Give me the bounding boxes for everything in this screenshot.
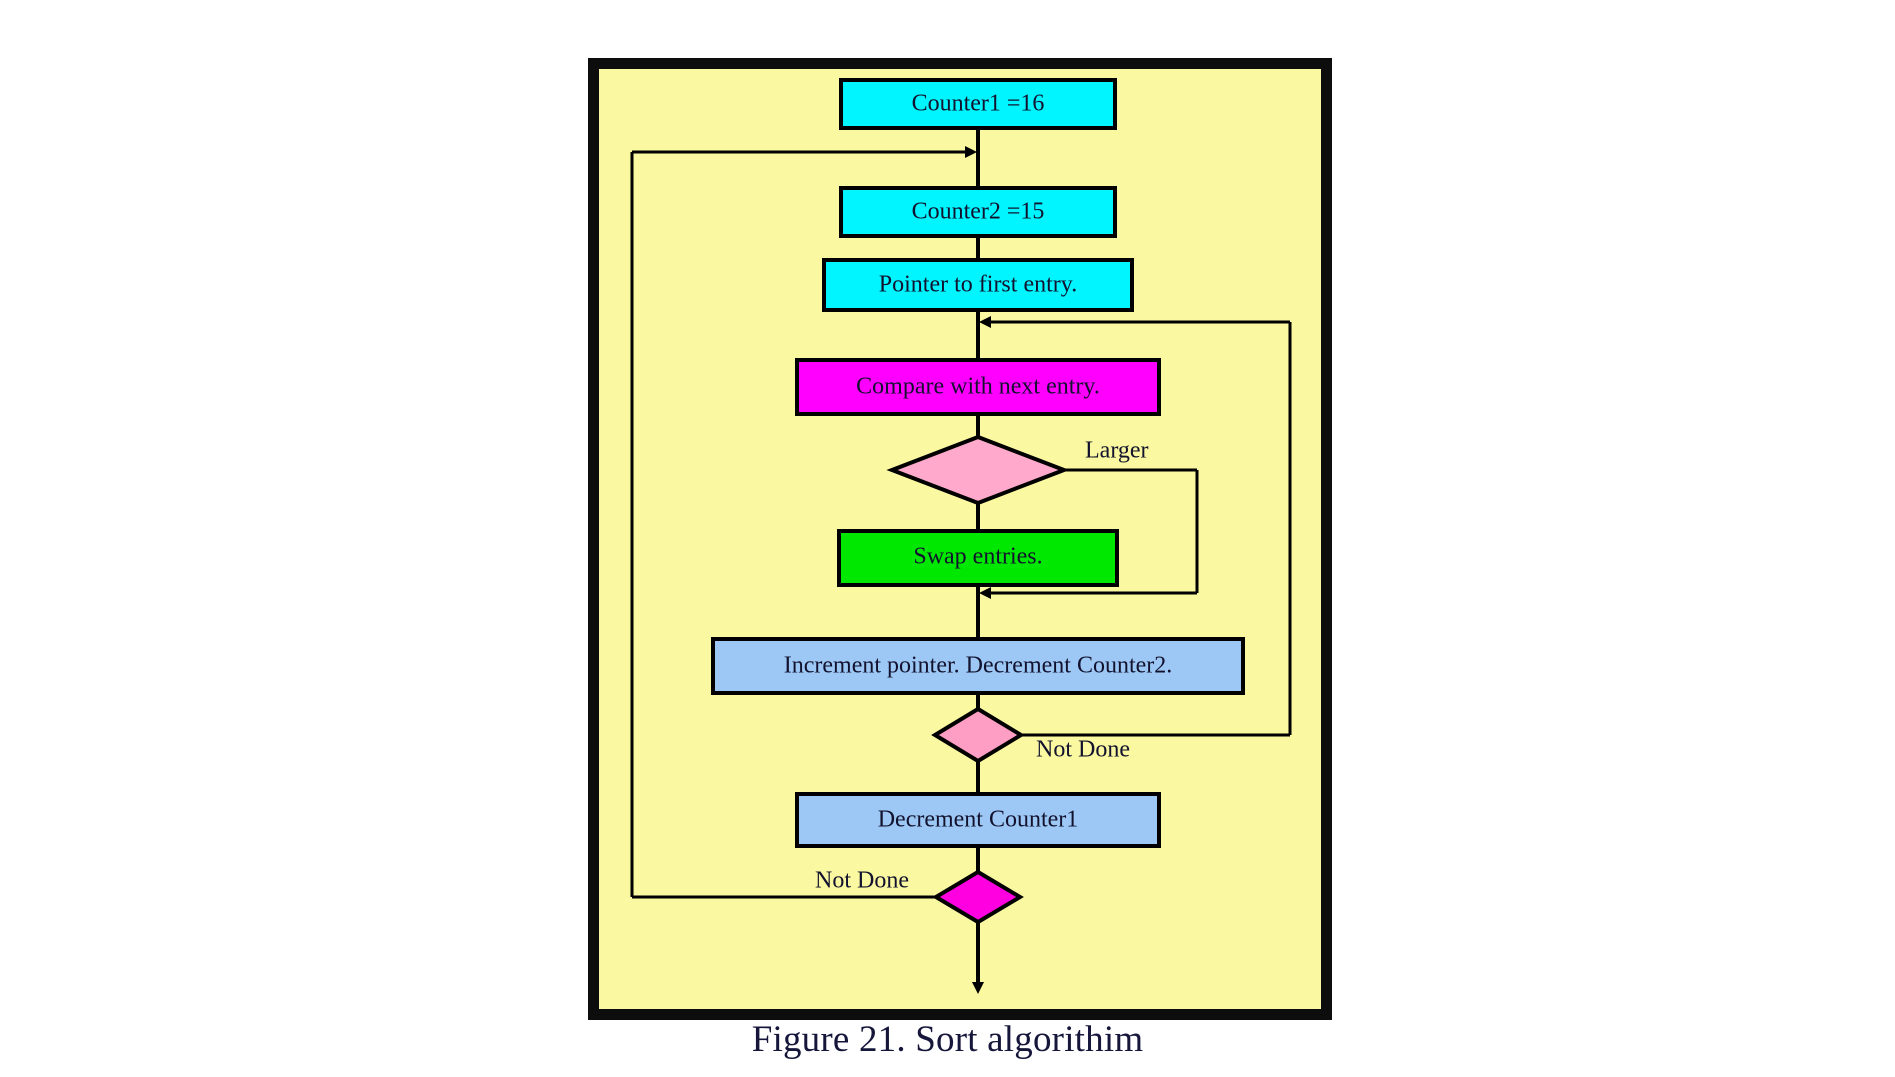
node-layer: Counter1 =16 Counter2 =15 Pointer to fir… bbox=[711, 78, 1245, 925]
node-decrement-counter1[interactable]: Decrement Counter1 bbox=[795, 792, 1161, 848]
node-pointer-label: Pointer to first entry. bbox=[879, 272, 1077, 298]
node-counter2[interactable]: Counter2 =15 bbox=[839, 186, 1117, 238]
edge-label-layer: Larger Not Done Not Done bbox=[815, 438, 1149, 894]
node-counter2-label: Counter2 =15 bbox=[912, 199, 1045, 225]
edge-label-outer-not-done: Not Done bbox=[815, 868, 909, 894]
node-outer-not-done-decision[interactable] bbox=[932, 869, 1024, 925]
connector-layer bbox=[630, 128, 1292, 994]
edge-label-inner-not-done: Not Done bbox=[1036, 737, 1130, 763]
node-inner-not-done-decision[interactable] bbox=[931, 706, 1025, 764]
node-compare-label: Compare with next entry. bbox=[856, 374, 1100, 400]
node-compare-with-next-entry[interactable]: Compare with next entry. bbox=[795, 358, 1161, 416]
node-larger-decision[interactable] bbox=[886, 434, 1070, 506]
node-increment-label: Increment pointer. Decrement Counter2. bbox=[784, 653, 1173, 679]
node-pointer-to-first-entry[interactable]: Pointer to first entry. bbox=[822, 258, 1134, 312]
node-increment-pointer-decrement-counter2[interactable]: Increment pointer. Decrement Counter2. bbox=[711, 637, 1245, 695]
figure-caption: Figure 21. Sort algorithim bbox=[751, 1019, 1144, 1060]
node-counter1[interactable]: Counter1 =16 bbox=[839, 78, 1117, 130]
node-swap-label: Swap entries. bbox=[913, 544, 1042, 570]
node-counter1-label: Counter1 =16 bbox=[912, 91, 1045, 117]
edge-label-larger: Larger bbox=[1085, 438, 1149, 464]
node-swap-entries[interactable]: Swap entries. bbox=[837, 529, 1119, 587]
node-decrement-label: Decrement Counter1 bbox=[878, 807, 1079, 833]
